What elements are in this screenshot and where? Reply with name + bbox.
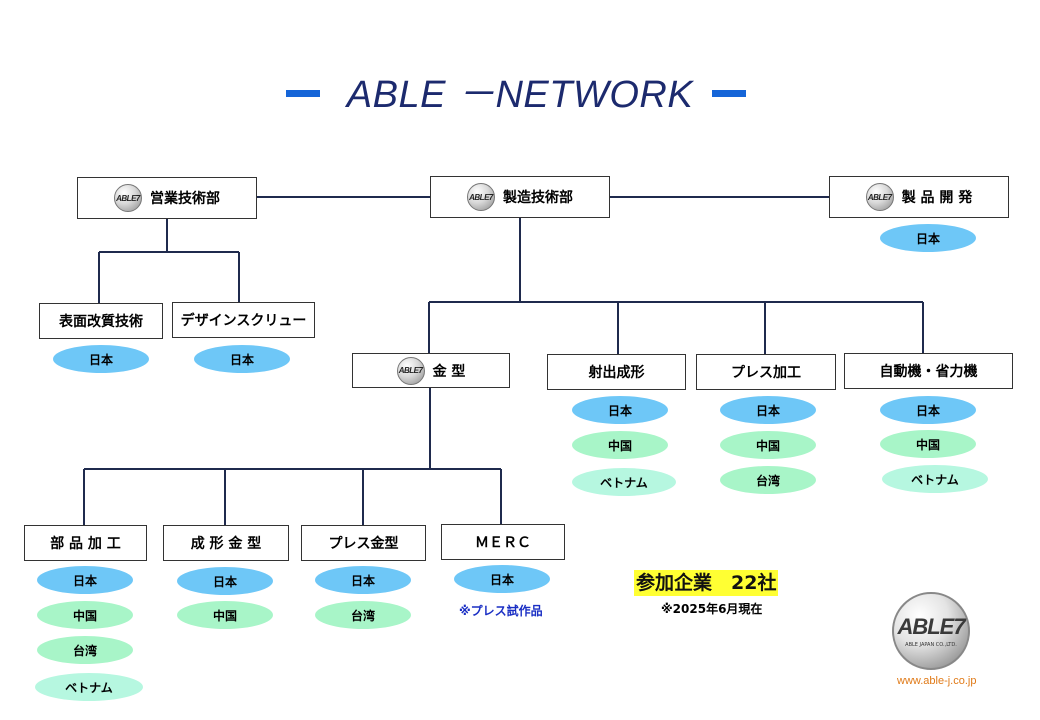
title-dash-left: [286, 90, 320, 97]
region-pill-japan: 日本: [572, 396, 668, 424]
node-parts: 部 品 加 工: [24, 525, 147, 561]
region-pill-japan: 日本: [37, 566, 133, 594]
node-mold-label: 金 型: [432, 363, 466, 380]
region-pill-taiwan: 台湾: [37, 636, 133, 664]
node-design: デザインスクリュー: [172, 302, 315, 338]
node-manufacturing: ABLE7 製造技術部: [430, 176, 610, 218]
node-design-label: デザインスクリュー: [180, 313, 307, 329]
node-manufacturing-label: 製造技術部: [503, 190, 573, 206]
node-press-mold-label: プレス金型: [328, 536, 399, 552]
brand-logo-sub: ABLE JAPAN CO.,LTD.: [905, 642, 957, 648]
region-pill-china: 中国: [177, 601, 273, 629]
node-surface-label: 表面改質技術: [59, 314, 143, 330]
node-injection: 射出成形: [547, 354, 686, 390]
region-pill-china: 中国: [37, 601, 133, 629]
region-pill-china: 中国: [720, 431, 816, 459]
node-sales-label: 営業技術部: [150, 191, 220, 207]
website-link[interactable]: www.able-j.co.jp: [897, 675, 977, 687]
node-product-dev: ABLE7 製 品 開 発: [829, 176, 1009, 218]
able-japan-logo-icon: ABLE7 ABLE JAPAN CO.,LTD.: [892, 592, 970, 670]
region-pill-japan: 日本: [454, 565, 550, 593]
region-pill-japan: 日本: [880, 396, 976, 424]
region-pill-japan: 日本: [194, 345, 290, 373]
able-logo-icon: ABLE7: [114, 184, 142, 212]
node-press-mold: プレス金型: [301, 525, 426, 561]
merc-note: ※プレス試作品: [459, 604, 543, 618]
region-pill-vietnam: ベトナム: [572, 468, 676, 496]
region-pill-taiwan: 台湾: [315, 601, 411, 629]
region-pill-taiwan: 台湾: [720, 466, 816, 494]
node-sales: ABLE7 営業技術部: [77, 177, 257, 219]
region-pill-japan: 日本: [315, 566, 411, 594]
node-product-dev-label: 製 品 開 発: [901, 190, 973, 206]
able-logo-icon: ABLE7: [865, 183, 894, 211]
title-dash-right: [712, 90, 746, 97]
region-pill-japan: 日本: [53, 345, 149, 373]
node-forming: 成 形 金 型: [163, 525, 289, 561]
node-press-label: プレス加工: [731, 365, 801, 381]
node-automation-label: 自動機・省力機: [879, 364, 978, 380]
title-area: ABLE －NETWORK: [0, 72, 1040, 122]
region-pill-china: 中国: [880, 430, 976, 458]
region-pill-vietnam: ベトナム: [35, 673, 143, 701]
node-surface: 表面改質技術: [39, 303, 163, 339]
node-merc: ＭＥＲＣ: [441, 524, 565, 560]
region-pill-japan: 日本: [177, 567, 273, 595]
page-title: ABLE －NETWORK: [346, 74, 694, 116]
participants-count: 参加企業 22社: [634, 570, 779, 596]
able-logo-icon: ABLE7: [467, 183, 495, 211]
region-pill-vietnam: ベトナム: [882, 465, 988, 493]
node-mold: ABLE7 金 型: [352, 353, 510, 388]
node-injection-label: 射出成形: [588, 365, 645, 381]
brand-logo-mark: ABLE7: [897, 614, 965, 639]
region-pill-japan: 日本: [720, 396, 816, 424]
able-logo-icon: ABLE7: [396, 356, 425, 385]
node-automation: 自動機・省力機: [844, 353, 1013, 389]
as-of-date: ※2025年6月現在: [661, 602, 763, 616]
node-merc-label: ＭＥＲＣ: [475, 535, 531, 551]
region-pill-japan: 日本: [880, 224, 976, 252]
node-forming-label: 成 形 金 型: [190, 536, 262, 552]
region-pill-china: 中国: [572, 431, 668, 459]
node-parts-label: 部 品 加 工: [50, 536, 121, 552]
node-press: プレス加工: [696, 354, 836, 390]
